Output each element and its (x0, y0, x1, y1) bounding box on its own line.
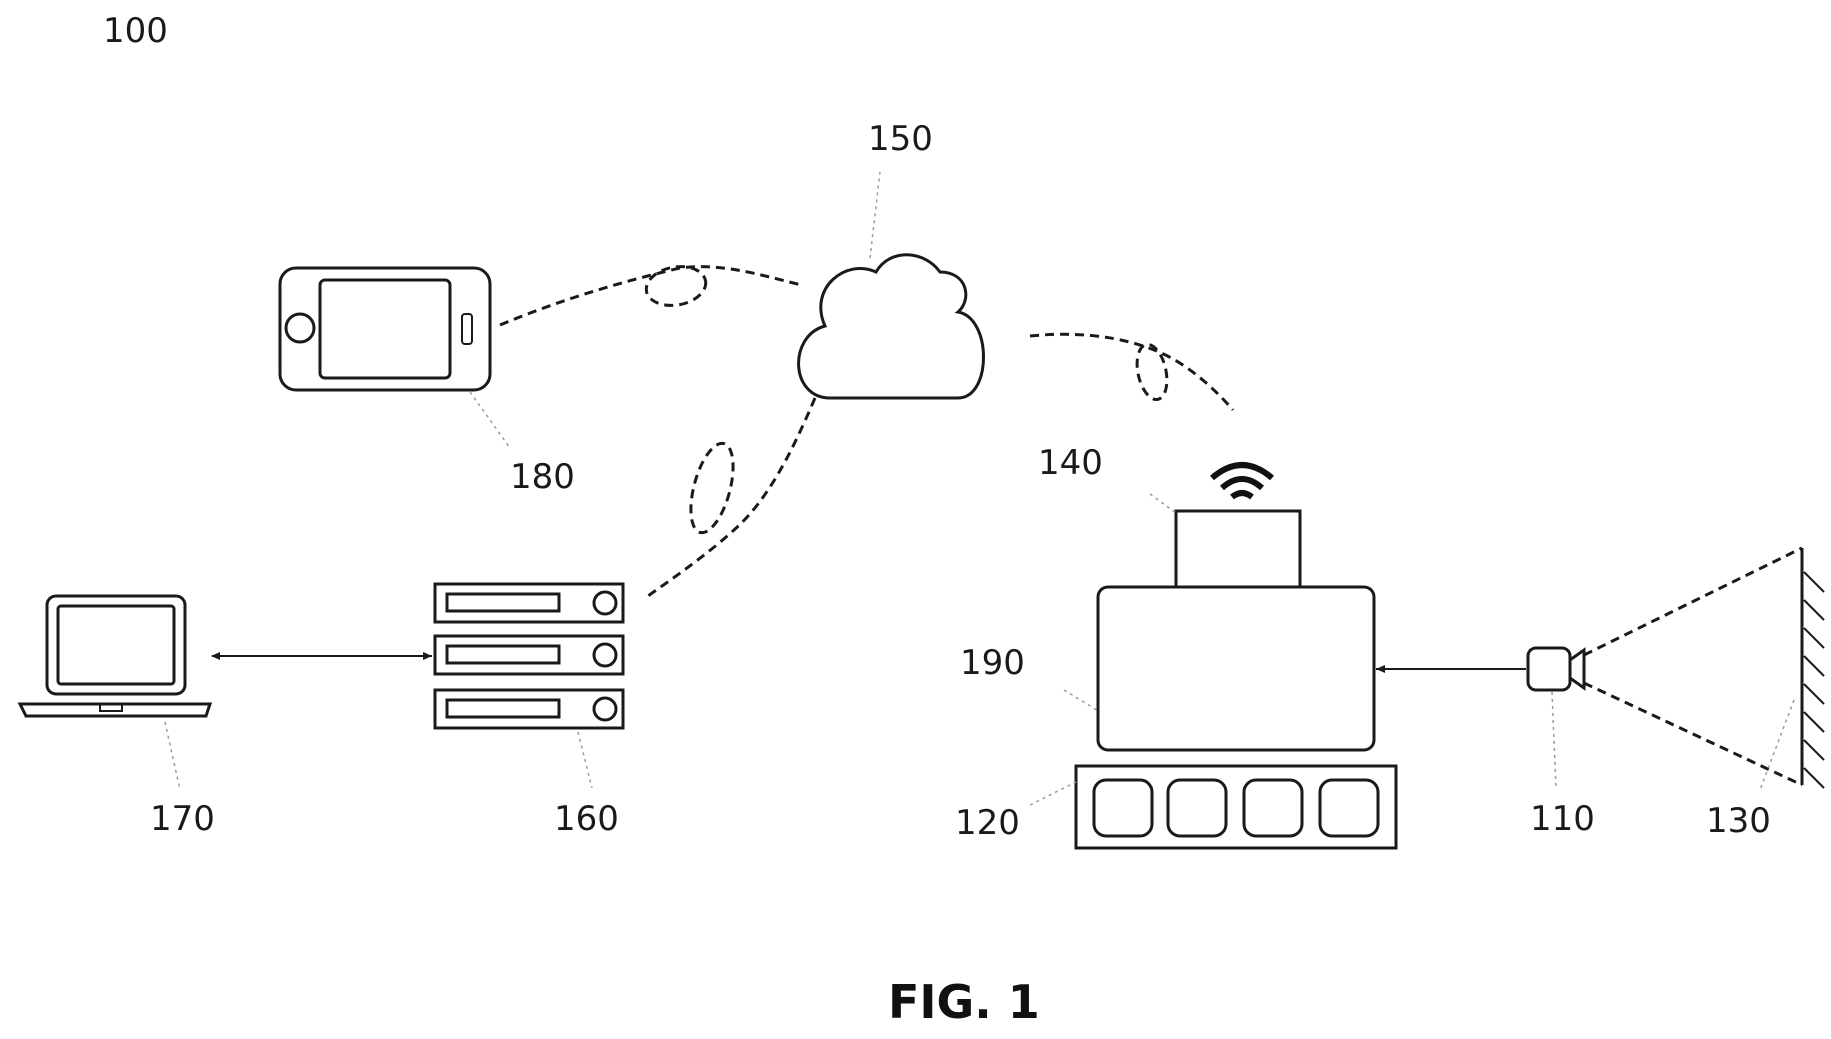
wifi-icon (1212, 465, 1272, 497)
figure-id-label: 100 (103, 11, 168, 51)
server-label: 160 (554, 799, 619, 839)
smartphone-cloud-link (500, 267, 802, 325)
laptop-leader-line (165, 722, 180, 790)
keypad-label: 120 (955, 803, 1020, 843)
wireless-module (1176, 511, 1300, 587)
processing-unit-leader-line (1064, 690, 1100, 712)
wireless-module-leader-line (1150, 494, 1176, 513)
scene-leader-line (1760, 700, 1794, 790)
keypad (1076, 766, 1396, 848)
camera-label: 110 (1530, 799, 1595, 839)
server-leader-line (578, 732, 592, 788)
wireless-module-label: 140 (1038, 443, 1103, 483)
scene-wall (1802, 548, 1824, 788)
cloud-icon (799, 255, 984, 398)
camera-leader-line (1552, 692, 1556, 788)
server-cloud-loop (683, 439, 742, 537)
laptop-label: 170 (150, 799, 215, 839)
camera-icon (1528, 648, 1584, 690)
smartphone-icon (280, 268, 490, 390)
cloud-label: 150 (868, 119, 933, 159)
cloud-device-loop (1132, 342, 1171, 403)
figure-caption: FIG. 1 (888, 975, 1040, 1029)
server-rack-icon (435, 584, 623, 728)
cloud-device-link (1030, 334, 1233, 410)
laptop-icon (20, 596, 210, 716)
server-cloud-link (645, 398, 815, 598)
camera-field-of-view-top (1584, 548, 1802, 655)
scene-label: 130 (1706, 801, 1771, 841)
smartphone-label: 180 (510, 457, 575, 497)
keypad-leader-line (1030, 782, 1076, 805)
processing-unit-label: 190 (960, 643, 1025, 683)
smartphone-leader-line (470, 392, 510, 448)
cloud-leader-line (870, 172, 880, 258)
camera-field-of-view-bottom (1584, 683, 1802, 785)
processing-unit (1098, 587, 1374, 750)
